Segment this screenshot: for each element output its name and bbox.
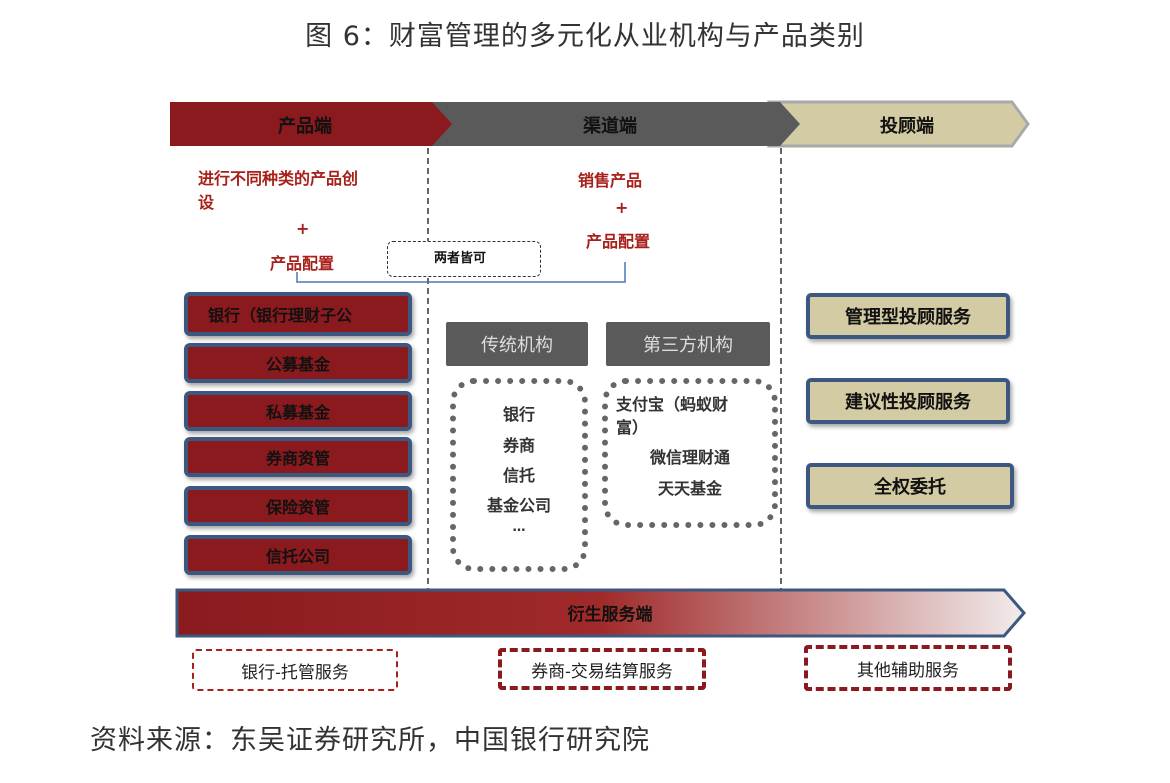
derivative-arrow xyxy=(175,588,1026,638)
product-institution-label: 公募基金 xyxy=(265,355,330,374)
product-institution-broker-am: 券商资管 xyxy=(184,437,412,477)
traditional-institutions-header: 传统机构 xyxy=(446,322,588,366)
product-institution-label: 银行（银行理财子公 xyxy=(208,306,353,325)
product-header-label: 产品端 xyxy=(278,116,332,137)
third-party-institutions-box xyxy=(602,378,778,528)
figure-title: 图 6：财富管理的多元化从业机构与产品类别 xyxy=(305,21,865,52)
source-note: 资料来源：东吴证券研究所，中国银行研究院 xyxy=(90,725,650,756)
advisory-service-advisory: 建议性投顾服务 xyxy=(806,378,1010,424)
third-party-item: 微信理财通 xyxy=(649,448,730,467)
product-institution-label: 保险资管 xyxy=(265,498,330,517)
channel-desc-plus: + xyxy=(615,198,629,217)
traditional-institutions-box xyxy=(450,378,588,572)
advisory-service-discretionary: 全权委托 xyxy=(806,463,1014,509)
product-institution-public-fund: 公募基金 xyxy=(184,343,412,383)
derivative-bank-custody: 银行-托管服务 xyxy=(192,649,398,691)
channel-desc-config: 产品配置 xyxy=(586,232,651,251)
derivative-item-label: 其他辅助服务 xyxy=(857,660,959,681)
traditional-item: 信托 xyxy=(502,466,535,485)
third-party-item: 天天基金 xyxy=(657,479,722,498)
channel-header-arrow xyxy=(425,102,800,146)
traditional-item: … xyxy=(512,520,526,535)
both-ok-label: 两者皆可 xyxy=(434,251,487,266)
both-ok-box: 两者皆可 xyxy=(387,241,541,277)
product-desc-line2: 设 xyxy=(198,193,215,212)
product-header-arrow xyxy=(170,102,452,146)
traditional-item: 基金公司 xyxy=(486,496,551,515)
product-institution-bank: 银行（银行理财子公 xyxy=(184,292,412,336)
third-party-item: 富） xyxy=(616,418,649,437)
advisory-service-label: 管理型投顾服务 xyxy=(845,307,971,328)
product-desc-plus: + xyxy=(296,219,310,238)
channel-header-label: 渠道端 xyxy=(583,116,637,137)
both-bracket xyxy=(296,262,626,283)
derivative-item-label: 券商-交易结算服务 xyxy=(531,661,673,682)
product-institution-label: 券商资管 xyxy=(265,449,330,468)
advisory-service-label: 全权委托 xyxy=(874,477,946,498)
product-institution-insurance-am: 保险资管 xyxy=(184,486,412,526)
derivative-label: 衍生服务端 xyxy=(567,605,653,625)
derivative-other-services: 其他辅助服务 xyxy=(804,645,1012,691)
traditional-item: 银行 xyxy=(502,405,535,424)
product-institution-trust: 信托公司 xyxy=(184,535,412,575)
product-institution-private-fund: 私募基金 xyxy=(184,391,412,431)
advisory-service-managed: 管理型投顾服务 xyxy=(806,293,1010,339)
third-party-item: 支付宝（蚂蚁财 xyxy=(616,395,729,414)
product-desc-config: 产品配置 xyxy=(270,254,335,273)
advisory-service-label: 建议性投顾服务 xyxy=(845,392,971,413)
advisory-header-label: 投顾端 xyxy=(880,116,934,137)
derivative-broker-settlement: 券商-交易结算服务 xyxy=(498,648,706,690)
product-institution-label: 私募基金 xyxy=(265,403,330,422)
channel-desc-line1: 销售产品 xyxy=(578,171,643,190)
derivative-item-label: 银行-托管服务 xyxy=(241,662,349,683)
third-party-institutions-header: 第三方机构 xyxy=(606,322,770,366)
product-desc-line1: 进行不同种类的产品创 xyxy=(198,169,359,188)
product-institution-label: 信托公司 xyxy=(265,547,330,566)
traditional-item: 券商 xyxy=(502,436,535,455)
